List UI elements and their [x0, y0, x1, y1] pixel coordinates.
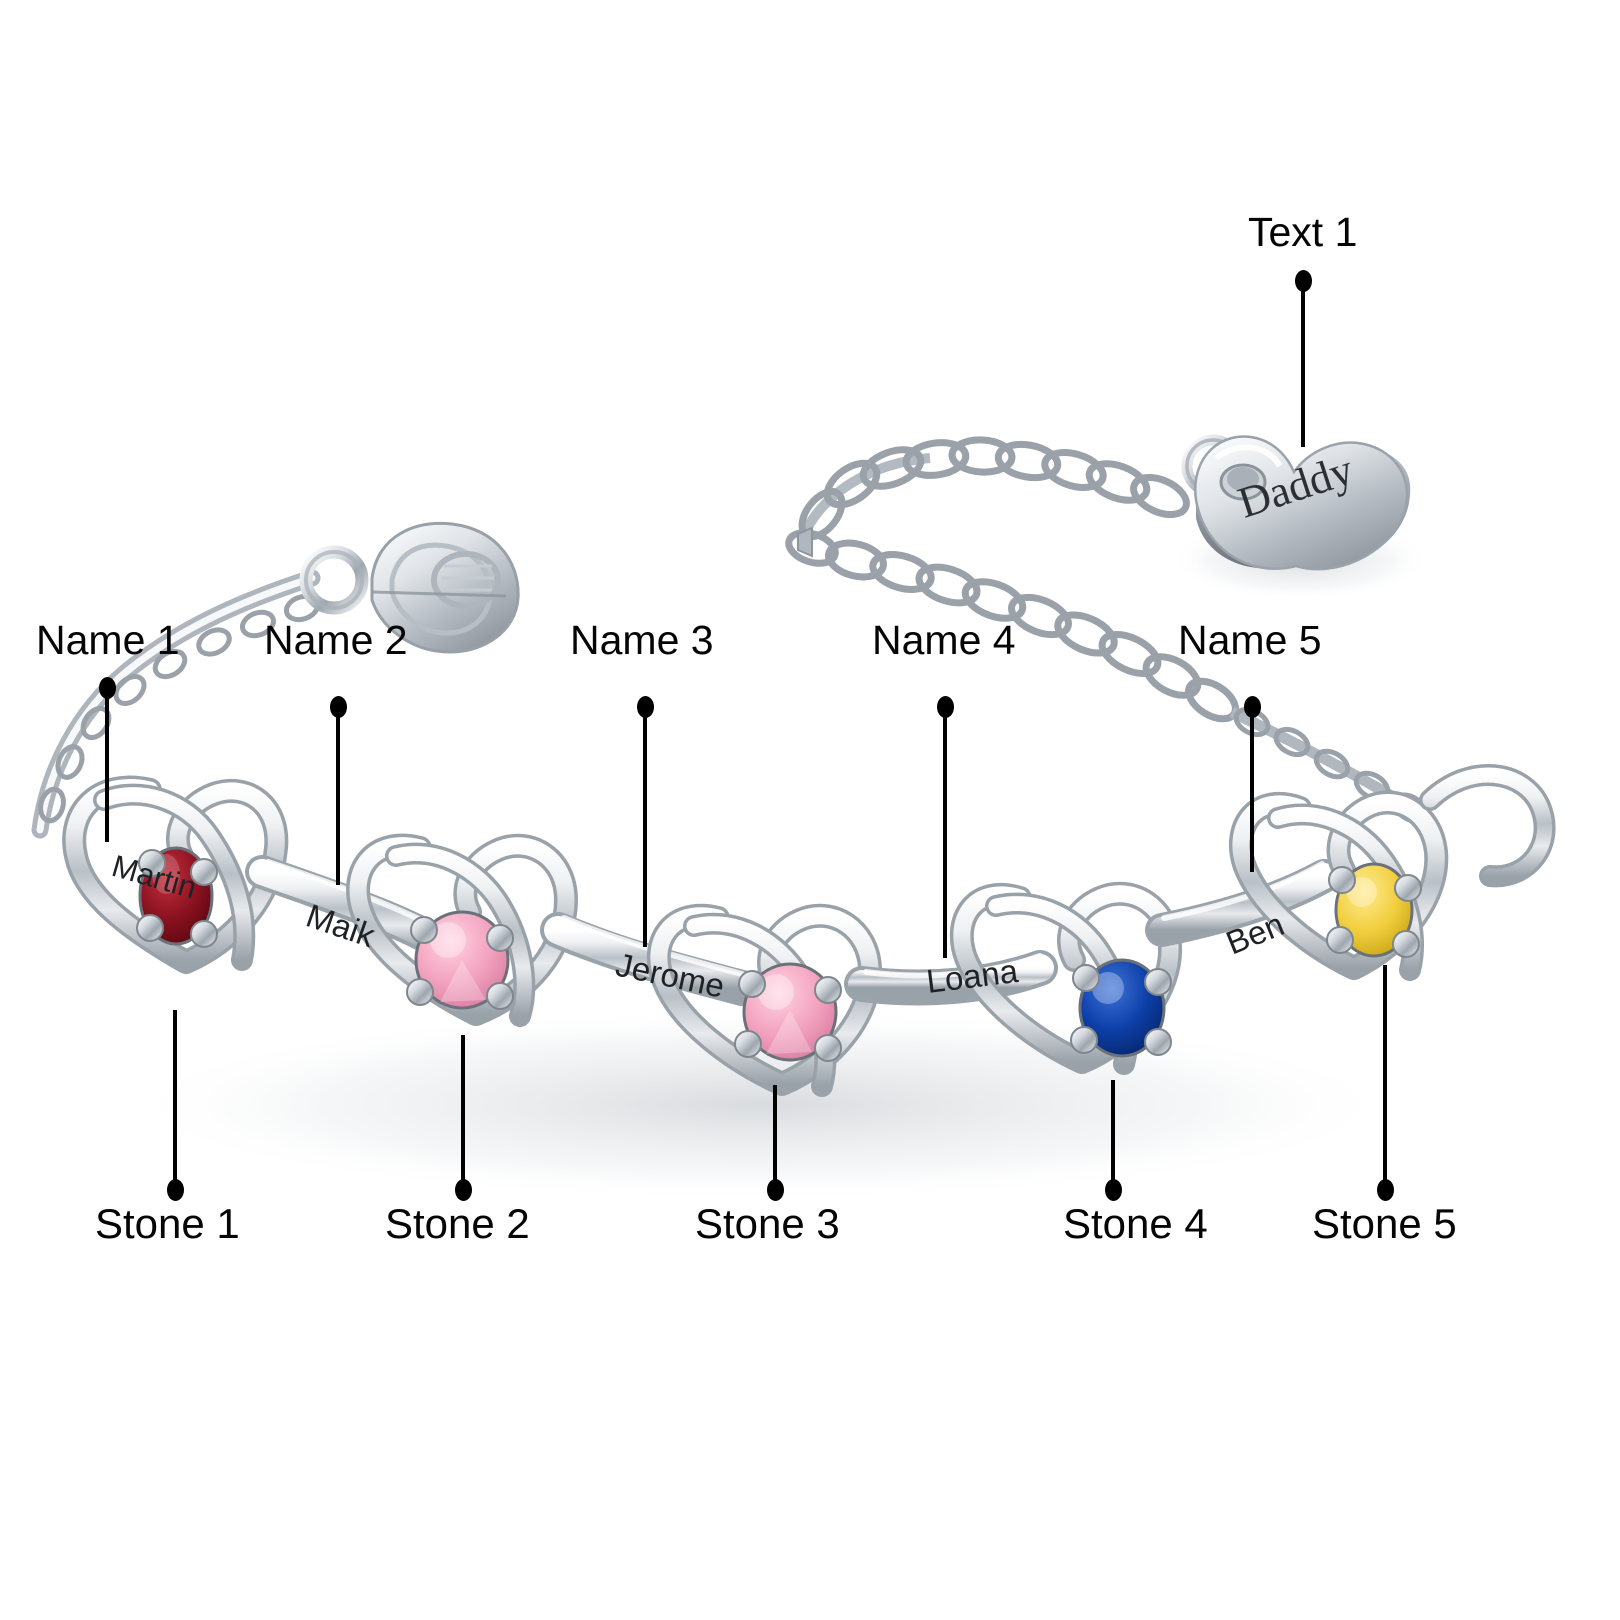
- callout-label-name-1: Name 1: [36, 617, 180, 663]
- callout-label-stone-1: Stone 1: [95, 1200, 240, 1247]
- stone-3: [734, 962, 842, 1062]
- callout-leader-text-1: [1301, 281, 1305, 447]
- link-2: [346, 833, 578, 1027]
- callout-dot-stone-3: [767, 1179, 784, 1201]
- callout-leader-name-1: [105, 688, 109, 842]
- callout-label-stone-2: Stone 2: [385, 1200, 530, 1247]
- callout-leader-stone-2: [461, 1035, 465, 1190]
- stone-4: [1070, 958, 1172, 1058]
- callout-leader-stone-4: [1111, 1080, 1115, 1190]
- callout-label-name-2: Name 2: [264, 617, 408, 663]
- link-1: [62, 775, 289, 974]
- stone-2: [406, 910, 514, 1010]
- callout-dot-stone-1: [167, 1179, 184, 1201]
- callout-leader-stone-3: [773, 1085, 777, 1190]
- callout-leader-name-5: [1250, 707, 1254, 872]
- callout-leader-stone-1: [173, 1010, 177, 1190]
- callout-leader-name-2: [336, 707, 340, 885]
- heart-charm: Daddy: [1181, 434, 1411, 571]
- callout-leader-stone-5: [1383, 965, 1387, 1190]
- stone-5: [1326, 862, 1422, 958]
- left-cable-chain: [31, 569, 321, 839]
- callout-label-stone-5: Stone 5: [1312, 1200, 1457, 1247]
- callout-dot-stone-4: [1105, 1179, 1122, 1201]
- band-4: [844, 950, 1058, 1006]
- callout-label-name-4: Name 4: [872, 617, 1016, 663]
- callout-dot-stone-2: [455, 1179, 472, 1201]
- callout-label-text-1: Text 1: [1248, 209, 1358, 255]
- lobster-clasp: [299, 521, 520, 654]
- bracelet-links: [62, 764, 1556, 1097]
- callout-label-name-5: Name 5: [1178, 617, 1322, 663]
- birthstones: [136, 846, 1422, 1062]
- left-chain-links: [38, 593, 321, 824]
- callout-label-stone-4: Stone 4: [1063, 1200, 1208, 1247]
- stone-1: [136, 846, 218, 948]
- callout-dot-stone-5: [1377, 1179, 1394, 1201]
- callout-leader-name-4: [943, 707, 947, 958]
- callout-leader-name-3: [643, 707, 647, 947]
- callout-label-stone-3: Stone 3: [695, 1200, 840, 1247]
- callout-label-name-3: Name 3: [570, 617, 714, 663]
- extender-chain: [785, 436, 1239, 723]
